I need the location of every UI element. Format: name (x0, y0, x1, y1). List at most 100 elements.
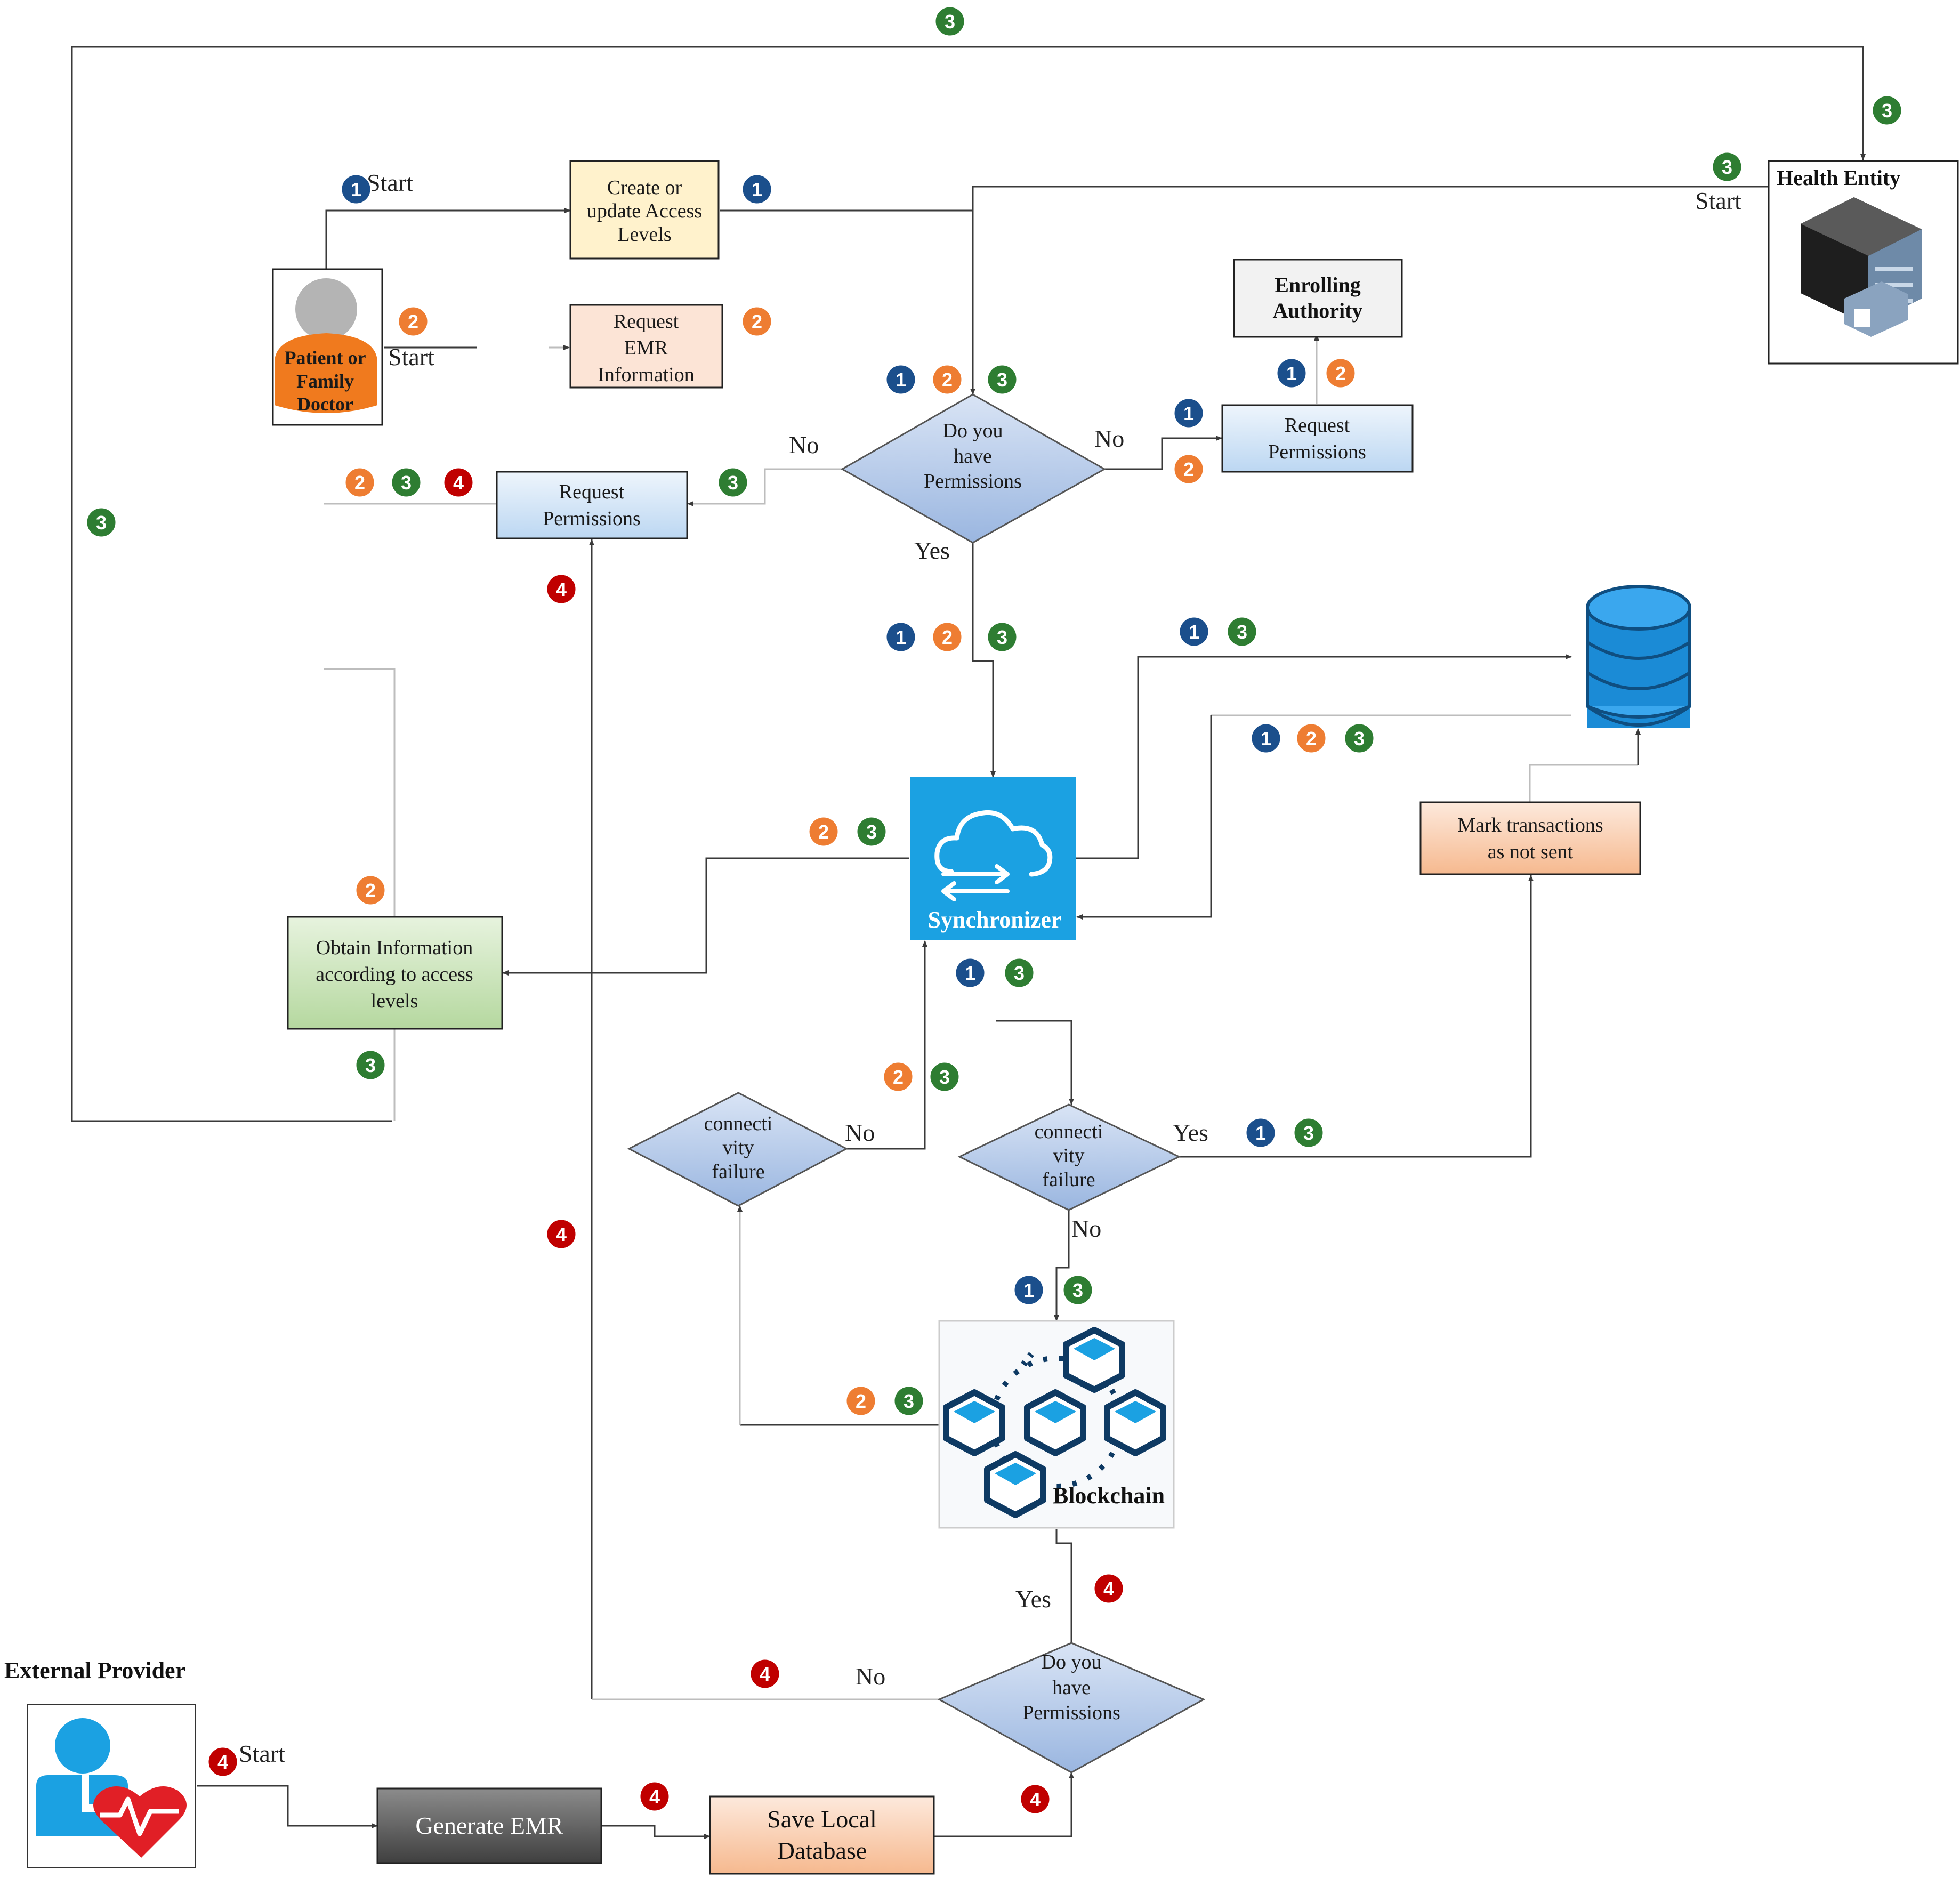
blockchain-node: Blockchain (938, 1320, 1175, 1529)
svg-text:3: 3 (96, 512, 107, 534)
badge-1: 1 (1276, 357, 1308, 389)
badge-4: 4 (639, 1780, 671, 1812)
no-label-top-right: No (1094, 425, 1124, 452)
building-icon (1801, 197, 1922, 337)
svg-text:1: 1 (1183, 402, 1194, 424)
svg-text:1: 1 (1286, 362, 1297, 384)
badge-2: 2 (344, 466, 376, 498)
no-label-conn-left: No (845, 1119, 875, 1146)
badge-3: 3 (986, 621, 1018, 653)
start-label-1: Start (367, 169, 413, 196)
enrolling-text-1: Enrolling (1275, 273, 1361, 297)
conn-right-text-1: connecti (1035, 1121, 1103, 1143)
badge-2: 2 (397, 305, 429, 337)
svg-text:4: 4 (760, 1663, 770, 1685)
save-local-text-2: Database (777, 1837, 867, 1864)
badge-3: 3 (1343, 722, 1375, 754)
svg-text:2: 2 (856, 1390, 866, 1412)
decision-bottom-text-2: have (1052, 1677, 1091, 1699)
badge-2: 2 (931, 621, 963, 653)
svg-text:3: 3 (1882, 100, 1892, 122)
start-label-3: Start (1695, 187, 1741, 214)
connectivity-left-node: connecti vity failure (627, 1092, 849, 1207)
no-label-conn-right: No (1071, 1215, 1101, 1242)
badge-4: 4 (545, 573, 577, 605)
badge-3: 3 (85, 506, 117, 538)
decision-top-text-2: have (954, 445, 992, 468)
mark-text-1: Mark transactions (1457, 814, 1603, 836)
svg-text:1: 1 (896, 626, 906, 648)
conn-left-text-2: vity (722, 1137, 754, 1159)
cube-left (943, 1389, 1005, 1456)
conn-left-text-3: failure (712, 1160, 764, 1183)
svg-text:2: 2 (365, 880, 376, 901)
svg-text:2: 2 (818, 821, 829, 843)
badge-4: 4 (1019, 1783, 1051, 1815)
badge-1: 1 (1250, 722, 1282, 754)
badge-2: 2 (354, 874, 386, 906)
svg-text:3: 3 (1722, 156, 1732, 178)
badge-3: 3 (1293, 1117, 1325, 1149)
badge-3: 3 (390, 466, 422, 498)
badge-3: 3 (856, 816, 888, 848)
svg-text:2: 2 (752, 311, 762, 333)
svg-text:3: 3 (945, 11, 955, 33)
generate-emr-text: Generate EMR (415, 1812, 563, 1839)
svg-text:3: 3 (1303, 1122, 1314, 1144)
health-provider-icon (36, 1718, 187, 1858)
badge-2: 2 (882, 1061, 914, 1093)
svg-text:2: 2 (408, 311, 418, 333)
badge-2: 2 (845, 1385, 877, 1417)
decision-top-text-3: Permissions (924, 470, 1022, 493)
svg-text:1: 1 (1261, 728, 1271, 749)
request-emr-text-1: Request (614, 310, 679, 333)
decision-bottom-text-3: Permissions (1022, 1702, 1120, 1724)
svg-text:3: 3 (939, 1066, 950, 1088)
cube-top (1063, 1327, 1125, 1393)
conn-right-text-3: failure (1042, 1168, 1095, 1191)
badge-1: 1 (1245, 1117, 1277, 1149)
synchronizer-node: Synchronizer (910, 777, 1076, 940)
edge-labels: Start Start Start Start No No Yes No Yes… (239, 169, 1741, 1767)
svg-text:1: 1 (1023, 1279, 1034, 1301)
database-icon (1586, 585, 1691, 728)
svg-text:2: 2 (1183, 458, 1194, 480)
badge-1: 1 (1178, 616, 1210, 648)
connectivity-right-node: connecti vity failure (957, 1103, 1181, 1211)
connectors (71, 46, 1866, 1839)
badge-3: 3 (929, 1061, 961, 1093)
conn-left-text-1: connecti (704, 1113, 773, 1135)
badge-1: 1 (1013, 1274, 1045, 1306)
blockchain-label: Blockchain (1053, 1482, 1165, 1509)
svg-text:3: 3 (866, 821, 877, 843)
badge-1: 1 (741, 173, 773, 205)
badge-4: 4 (442, 466, 474, 498)
svg-text:3: 3 (401, 472, 412, 494)
yes-label-conn-right: Yes (1173, 1119, 1208, 1146)
badge-2: 2 (1173, 453, 1205, 485)
badge-2: 2 (1325, 357, 1357, 389)
badge-4: 4 (1093, 1573, 1125, 1605)
enrolling-text-2: Authority (1273, 299, 1363, 323)
svg-text:4: 4 (453, 472, 464, 494)
create-access-text-2: update Access (587, 200, 702, 222)
cube-center (1024, 1389, 1086, 1456)
svg-text:3: 3 (728, 472, 738, 494)
badge-3: 3 (934, 5, 966, 37)
svg-text:3: 3 (365, 1054, 376, 1076)
mark-transactions-node: Mark transactions as not sent (1419, 801, 1641, 875)
badge-4: 4 (545, 1218, 577, 1250)
conn-right-text-2: vity (1053, 1144, 1084, 1167)
req-perm-left-text-1: Request (559, 481, 625, 503)
badge-2: 2 (808, 816, 840, 848)
badge-3: 3 (1003, 957, 1035, 989)
start-label-2: Start (388, 343, 434, 370)
svg-text:2: 2 (942, 369, 953, 391)
patient-label-1: Patient or (285, 347, 366, 368)
mark-text-2: as not sent (1488, 841, 1574, 863)
enrolling-authority-node: Enrolling Authority (1233, 259, 1403, 338)
decision-bottom-text-1: Do you (1042, 1651, 1102, 1673)
patient-label-3: Doctor (297, 393, 353, 415)
request-emr-text-3: Information (598, 364, 695, 386)
